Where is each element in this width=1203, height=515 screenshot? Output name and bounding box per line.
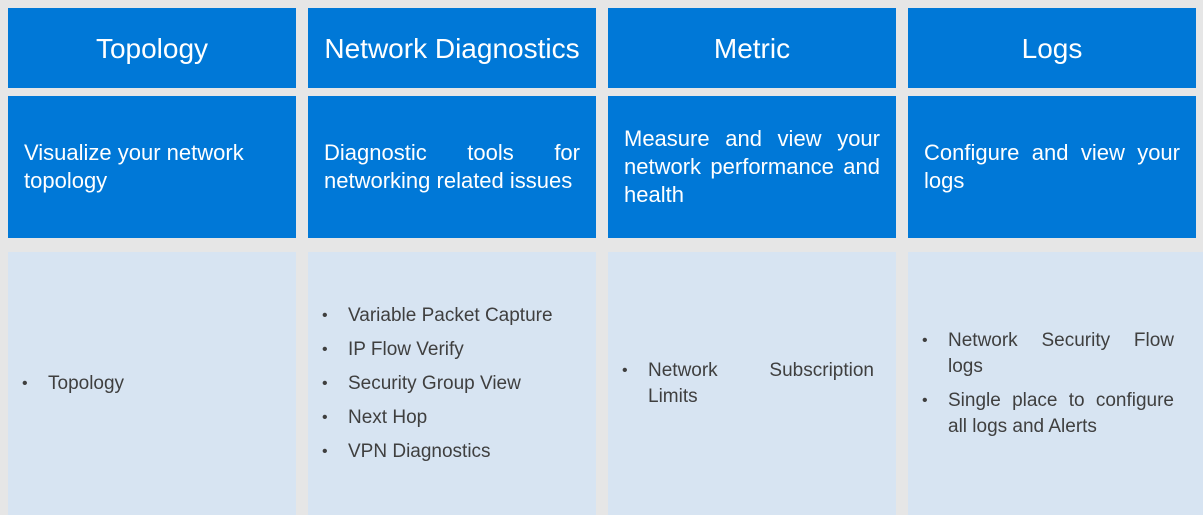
- list-item: • Security Group View: [322, 371, 574, 397]
- list-item-label: Next Hop: [348, 406, 428, 428]
- topology-description: Visualize your network topology: [24, 140, 244, 193]
- column-topology: Topology Visualize your network topology…: [8, 8, 296, 515]
- logs-list-cell: • Network Security Flow logs • Single pl…: [908, 252, 1203, 515]
- bullet-icon: •: [622, 361, 628, 379]
- network-diagnostics-feature-list: • Variable Packet Capture • IP Flow Veri…: [322, 303, 574, 465]
- list-item-label: Network Subscription Limits: [648, 359, 874, 407]
- list-item: • Network Security Flow logs: [922, 328, 1174, 380]
- network-diagnostics-description: Diagnostic tools for networking related …: [324, 140, 580, 193]
- list-item: • Topology: [22, 371, 274, 397]
- bullet-icon: •: [322, 340, 328, 358]
- list-item-label: Single place to configure all logs and A…: [948, 389, 1174, 437]
- bullet-icon: •: [922, 331, 928, 349]
- metric-description-cell: Measure and view your network performanc…: [608, 96, 896, 238]
- list-item-label: Variable Packet Capture: [348, 304, 553, 326]
- metric-title: Metric: [713, 32, 791, 64]
- bullet-icon: •: [922, 391, 928, 409]
- metric-list-cell: • Network Subscription Limits: [608, 252, 896, 515]
- network-diagnostics-description-cell: Diagnostic tools for networking related …: [308, 96, 596, 238]
- bullet-icon: •: [22, 374, 28, 392]
- network-diagnostics-title-cell: Network Diagnostics: [308, 8, 596, 88]
- logs-description-cell: Configure and view your logs: [908, 96, 1196, 238]
- metric-feature-list: • Network Subscription Limits: [622, 358, 874, 410]
- list-item-label: Network Security Flow logs: [948, 329, 1174, 377]
- list-item: • Next Hop: [322, 405, 574, 431]
- bullet-icon: •: [322, 442, 328, 460]
- list-item: • VPN Diagnostics: [322, 439, 574, 465]
- topology-title-cell: Topology: [8, 8, 296, 88]
- logs-title: Logs: [1021, 32, 1083, 64]
- list-item: • Network Subscription Limits: [622, 358, 874, 410]
- column-logs: Logs Configure and view your logs • Netw…: [908, 8, 1203, 515]
- metric-description: Measure and view your network performanc…: [624, 126, 880, 207]
- column-network-diagnostics: Network Diagnostics Diagnostic tools for…: [308, 8, 596, 515]
- topology-feature-list: • Topology: [22, 371, 274, 397]
- bullet-icon: •: [322, 374, 328, 392]
- list-item-label: Topology: [48, 372, 125, 394]
- logs-feature-list: • Network Security Flow logs • Single pl…: [922, 328, 1174, 440]
- network-diagnostics-title: Network Diagnostics: [324, 32, 580, 64]
- logs-title-cell: Logs: [908, 8, 1196, 88]
- network-diagnostics-list-cell: • Variable Packet Capture • IP Flow Veri…: [308, 252, 596, 515]
- list-item-label: Security Group View: [348, 372, 521, 394]
- metric-title-cell: Metric: [608, 8, 896, 88]
- list-item: • IP Flow Verify: [322, 337, 574, 363]
- bullet-icon: •: [322, 408, 328, 426]
- column-metric: Metric Measure and view your network per…: [608, 8, 896, 515]
- logs-description: Configure and view your logs: [924, 140, 1180, 193]
- list-item-label: VPN Diagnostics: [348, 440, 491, 462]
- list-item: • Variable Packet Capture: [322, 303, 574, 329]
- topology-list-cell: • Topology: [8, 252, 296, 515]
- list-item-label: IP Flow Verify: [348, 338, 464, 360]
- bullet-icon: •: [322, 306, 328, 324]
- list-item: • Single place to configure all logs and…: [922, 388, 1174, 440]
- feature-grid: Topology Visualize your network topology…: [8, 8, 1203, 515]
- topology-title: Topology: [95, 32, 209, 64]
- topology-description-cell: Visualize your network topology: [8, 96, 296, 238]
